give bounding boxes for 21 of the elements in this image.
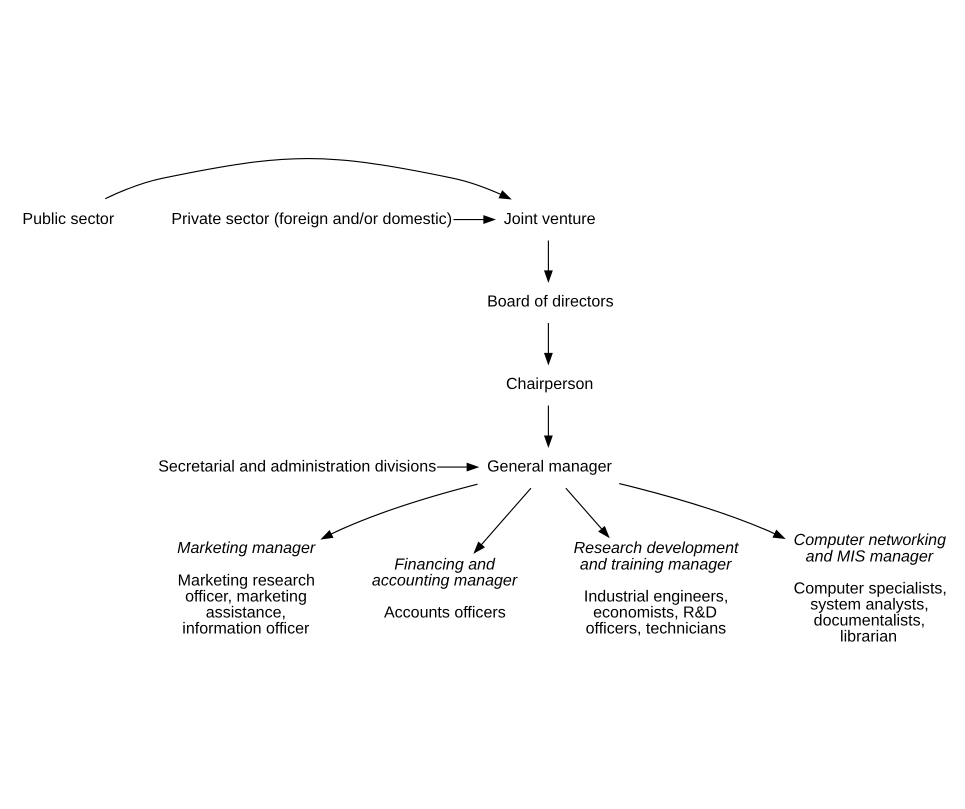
node-text: General manager	[487, 457, 612, 476]
node-text: Private sector (foreign and/or domestic)	[171, 210, 452, 228]
arrow	[619, 483, 786, 540]
arrow	[473, 488, 532, 554]
node-text: Financing and accounting manager Accounts officers	[372, 555, 518, 622]
arrow	[544, 323, 553, 366]
node-text: Joint venture	[504, 210, 596, 228]
arrow	[544, 406, 553, 448]
node-text: Public sector	[22, 210, 114, 228]
node-text: Secretarial and administration divisions	[158, 457, 436, 476]
arrow	[320, 484, 478, 540]
arrow	[565, 488, 610, 538]
arrow	[544, 240, 553, 284]
arrow	[105, 158, 512, 200]
node-text: Computer networking and MIS manager Computer specialists, system analysts, documentalists, librarian	[794, 531, 947, 646]
node-text: Marketing manager Marketing research officer, marketing assistance, information officer	[177, 539, 316, 638]
node-text: Board of directors	[487, 292, 614, 310]
node-text: Research development and training manager Industrial engineers, economists, R&D officers, technicians	[574, 539, 738, 638]
arrow	[437, 462, 480, 472]
node-text: Chairperson	[506, 374, 594, 393]
arrow	[453, 215, 496, 224]
